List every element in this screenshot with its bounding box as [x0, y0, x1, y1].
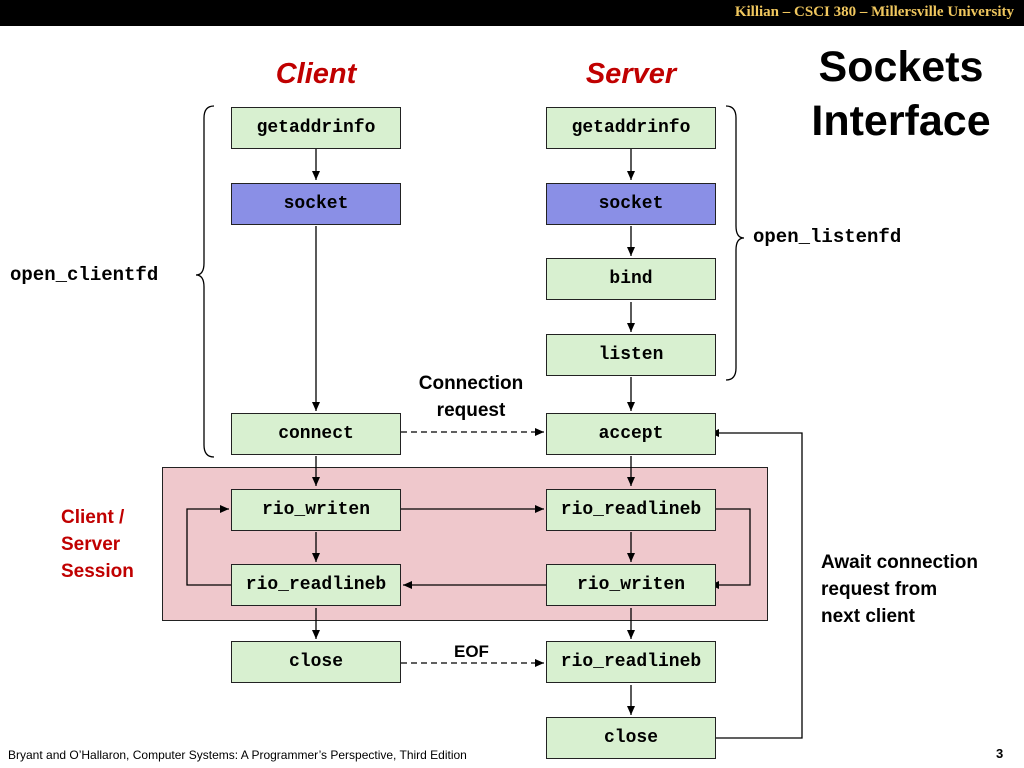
client-rio-writen-box: rio_writen	[231, 489, 401, 531]
open-clientfd-brace	[195, 105, 215, 458]
header-banner: Killian – CSCI 380 – Millersville Univer…	[734, 4, 1014, 20]
server-rio-writen-box: rio_writen	[546, 564, 716, 606]
server-rio-readlineb-box: rio_readlineb	[546, 489, 716, 531]
open-listenfd-brace	[725, 105, 745, 381]
server-bind-box: bind	[546, 258, 716, 300]
page-number: 3	[996, 746, 1004, 761]
session-label-line-3: Session	[61, 561, 134, 582]
arrow-client-loop	[186, 505, 231, 586]
title-line-2: Interface	[811, 97, 991, 145]
await-label-line-2: request from	[821, 579, 938, 600]
open-clientfd-label: open_clientfd	[10, 264, 159, 286]
header-bar: Killian – CSCI 380 – Millersville Univer…	[0, 0, 1024, 26]
server-accept-box: accept	[546, 413, 716, 455]
client-connect-box: connect	[231, 413, 401, 455]
server-rio-readlineb-box-2: rio_readlineb	[546, 641, 716, 683]
client-socket-box: socket	[231, 183, 401, 225]
open-listenfd-label: open_listenfd	[753, 226, 902, 248]
server-listen-box: listen	[546, 334, 716, 376]
eof-label: EOF	[454, 642, 489, 661]
server-column-heading: Server	[585, 58, 677, 90]
await-label-line-3: next client	[821, 606, 915, 627]
session-label-line-1: Client /	[61, 507, 125, 528]
arrow-await-next-client	[708, 429, 803, 739]
session-label-line-2: Server	[61, 534, 121, 555]
connection-request-line-1: Connection	[418, 373, 524, 394]
slide-title: Sockets Interface	[796, 40, 1006, 148]
client-close-box: close	[231, 641, 401, 683]
client-column-heading: Client	[275, 58, 357, 90]
server-getaddrinfo-box: getaddrinfo	[546, 107, 716, 149]
footer-citation: Bryant and O’Hallaron, Computer Systems:…	[8, 748, 467, 762]
title-line-1: Sockets	[818, 43, 984, 91]
connection-request-label: Connection request	[398, 370, 544, 424]
connection-request-line-2: request	[436, 400, 506, 421]
await-next-client-label: Await connection request from next clien…	[821, 549, 978, 630]
session-label: Client / Server Session	[61, 504, 134, 585]
server-socket-box: socket	[546, 183, 716, 225]
await-label-line-1: Await connection	[821, 552, 978, 573]
arrow-server-loop	[708, 508, 751, 589]
client-getaddrinfo-box: getaddrinfo	[231, 107, 401, 149]
client-rio-readlineb-box: rio_readlineb	[231, 564, 401, 606]
server-close-box: close	[546, 717, 716, 759]
